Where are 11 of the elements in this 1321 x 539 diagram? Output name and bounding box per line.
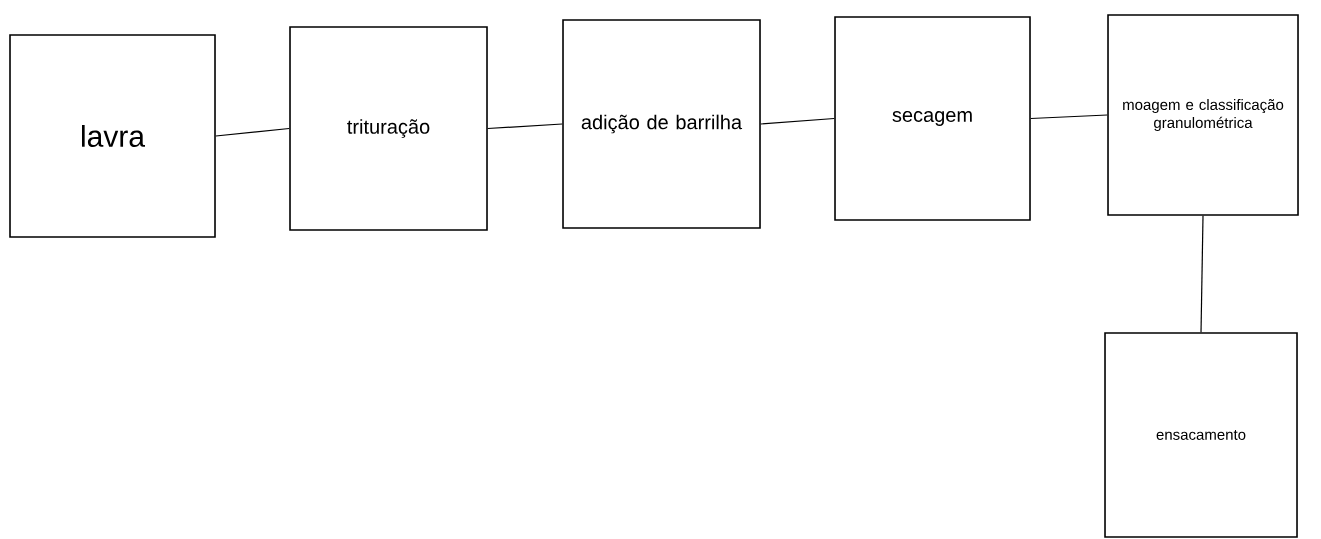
process-box: adição de barrilha <box>562 19 761 229</box>
process-box: moagem e classificação granulométrica <box>1107 14 1299 216</box>
process-box: lavra <box>9 34 216 238</box>
connector-line <box>1200 215 1204 333</box>
process-box: secagem <box>834 16 1031 221</box>
connector-line <box>1030 114 1108 120</box>
process-box: trituração <box>289 26 488 231</box>
process-box: ensacamento <box>1104 332 1298 538</box>
connector-line <box>760 117 835 125</box>
connector-line <box>215 127 290 137</box>
connector-line <box>487 123 563 130</box>
